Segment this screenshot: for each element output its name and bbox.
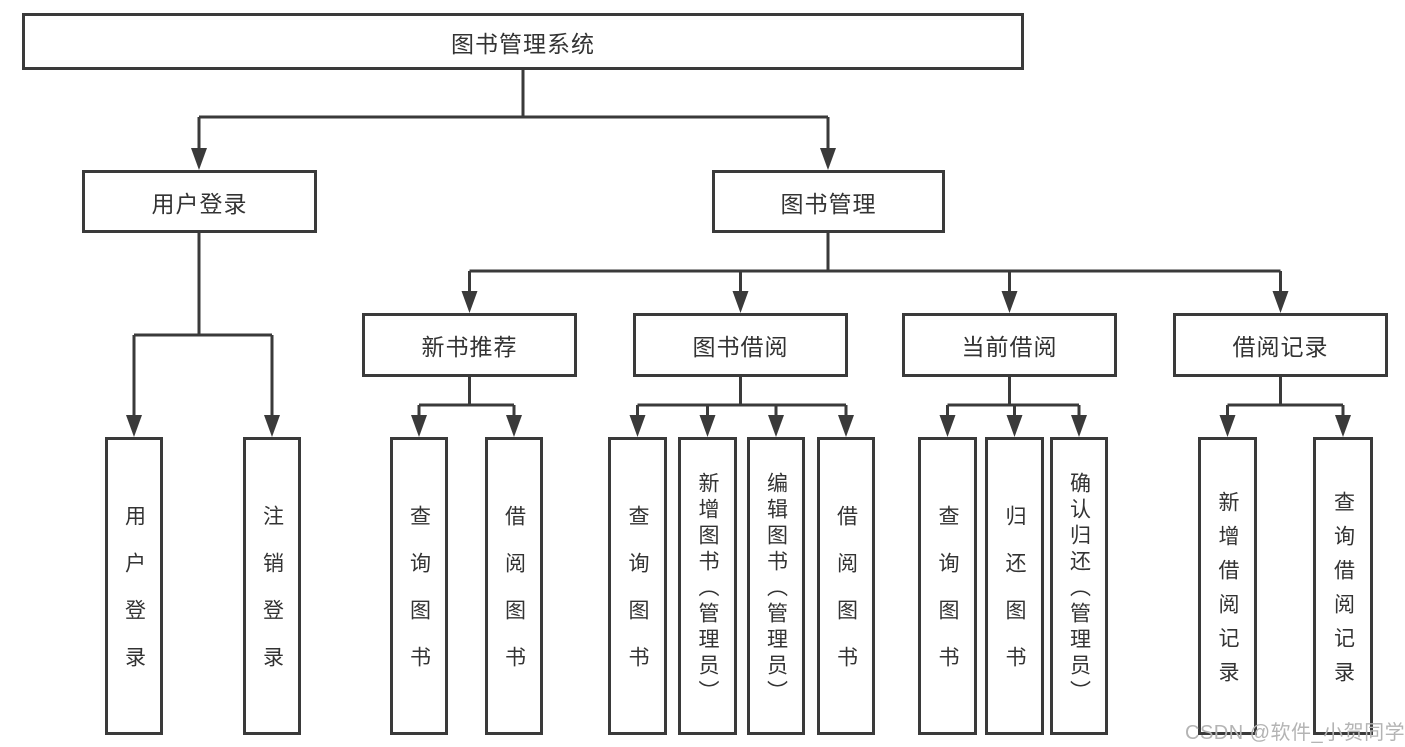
node-label: 编辑图书（管理员）: [764, 471, 788, 706]
node-label: 用户登录: [151, 190, 248, 217]
leaf-query-books: 查询图书: [390, 437, 448, 735]
node-borrowing-records: 借阅记录: [1173, 313, 1388, 377]
node-library-management-system: 图书管理系统: [22, 13, 1024, 70]
node-label: 图书借阅: [692, 334, 789, 360]
leaf-query-books: 查询图书: [608, 437, 667, 735]
leaf-query-borrow-record: 查询借阅记录: [1313, 437, 1373, 735]
node-current-borrowing: 当前借阅: [902, 313, 1117, 377]
node-label: 查询借阅记录: [1331, 490, 1355, 695]
node-label: 借阅记录: [1232, 334, 1329, 360]
node-label: 当前借阅: [961, 334, 1058, 360]
node-label: 查询图书: [936, 505, 959, 693]
node-label: 新增借阅记录: [1216, 490, 1239, 695]
leaf-add-borrow-record: 新增借阅记录: [1198, 437, 1257, 735]
node-label: 借阅图书: [502, 505, 526, 693]
leaf-query-books: 查询图书: [918, 437, 977, 735]
node-new-book-recommendation: 新书推荐: [362, 313, 577, 377]
leaf-add-books-admin: 新增图书（管理员）: [678, 437, 737, 735]
node-book-borrowing: 图书借阅: [633, 313, 848, 377]
leaf-logout: 注销登录: [243, 437, 301, 735]
node-user-login: 用户登录: [82, 170, 317, 233]
leaf-confirm-return-admin: 确认归还（管理员）: [1050, 437, 1108, 735]
node-book-management: 图书管理: [712, 170, 945, 233]
node-label: 注销登录: [260, 505, 284, 693]
node-label: 图书管理系统: [451, 30, 595, 57]
node-label: 查询图书: [407, 505, 431, 693]
leaf-borrow-books: 借阅图书: [485, 437, 543, 735]
leaf-user-login: 用户登录: [105, 437, 163, 735]
leaf-edit-books-admin: 编辑图书（管理员）: [747, 437, 805, 735]
node-label: 归还图书: [1003, 505, 1026, 693]
node-label: 图书管理: [780, 190, 877, 217]
node-label: 确认归还（管理员）: [1067, 471, 1091, 706]
leaf-borrow-books: 借阅图书: [817, 437, 875, 735]
node-label: 新书推荐: [421, 334, 518, 360]
node-label: 新增图书（管理员）: [696, 471, 719, 706]
node-label: 查询图书: [626, 505, 649, 693]
node-label: 借阅图书: [834, 505, 858, 693]
leaf-return-books: 归还图书: [985, 437, 1044, 735]
csdn-watermark: CSDN @软件_小贺同学: [1185, 722, 1405, 744]
node-label: 用户登录: [122, 505, 146, 693]
